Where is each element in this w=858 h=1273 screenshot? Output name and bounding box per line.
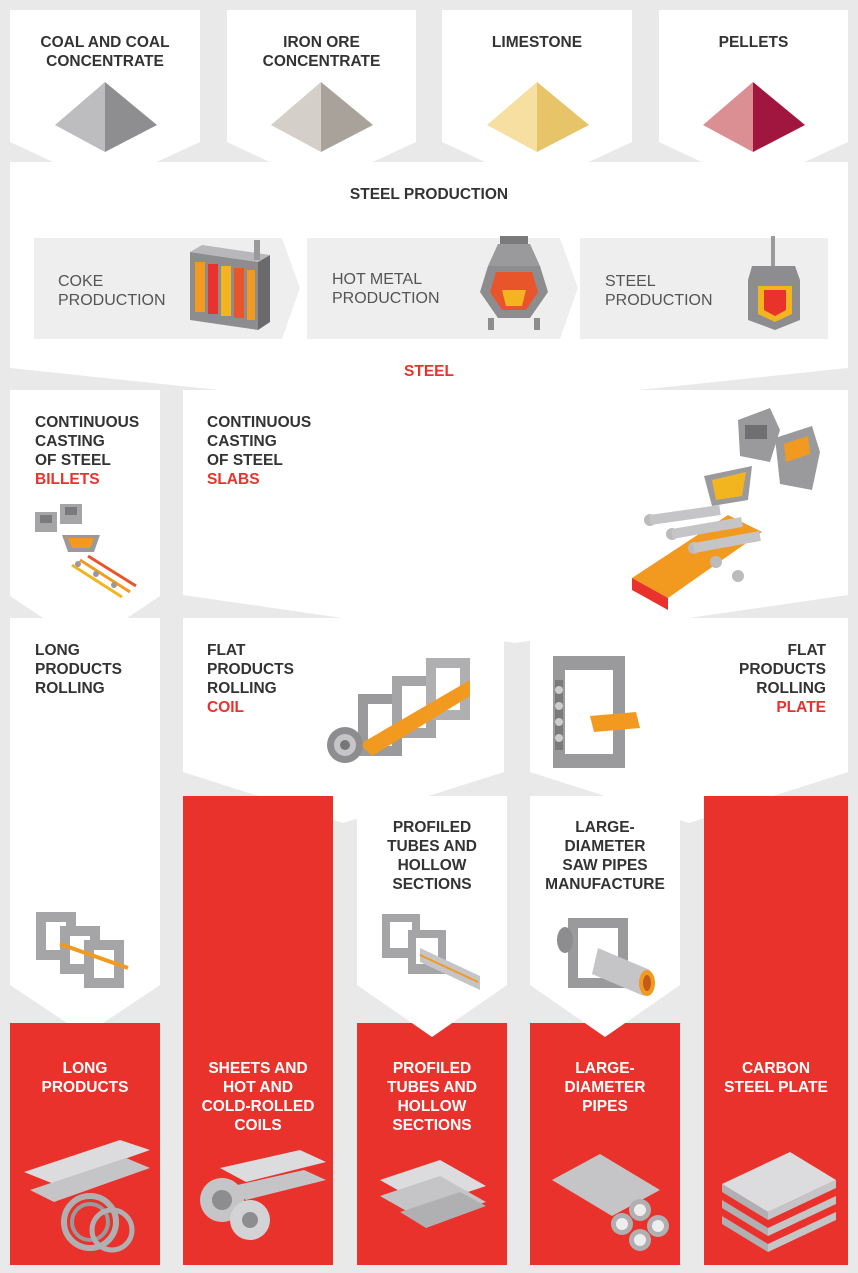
raw-material-label-limestone: LIMESTONE xyxy=(491,34,583,51)
tube-mill-icon xyxy=(382,914,480,990)
raw-material-label-pellets: PELLETS xyxy=(718,34,789,51)
steel-production-title: STEEL PRODUCTION xyxy=(349,186,509,203)
limestone-pile-icon xyxy=(487,82,589,152)
long-rolling-mill-icon xyxy=(36,912,129,988)
long-rolling-label: LONG PRODUCTS ROLLING xyxy=(35,642,122,697)
coil-product-label: COIL xyxy=(207,699,245,716)
coil-rolling-label: FLAT PRODUCTS ROLLING COIL xyxy=(207,641,294,717)
steel-plate-icon xyxy=(722,1152,836,1252)
stage-label-steel: STEEL PRODUCTION xyxy=(605,273,713,309)
raw-material-label-coal: COAL AND COAL CONCENTRATE xyxy=(40,34,170,70)
steel-converter-icon xyxy=(748,236,800,330)
slabs-casting-text: CONTINUOUS CASTING OF STEEL xyxy=(207,414,312,469)
coil-rolling-text: FLAT PRODUCTS ROLLING xyxy=(207,642,294,697)
billet-caster-icon xyxy=(35,504,137,599)
billets-casting-label: CONTINUOUS CASTING OF STEEL BILLETS xyxy=(35,413,139,489)
long-products-column xyxy=(10,1023,160,1265)
product-label-tubes: PROFILED TUBES AND HOLLOW SECTIONS xyxy=(387,1060,477,1134)
billets-casting-text: CONTINUOUS CASTING OF STEEL xyxy=(35,414,140,469)
steel-output-label: STEEL xyxy=(404,363,454,380)
plate-rolling-label: FLAT PRODUCTS ROLLING PLATE xyxy=(680,641,826,717)
tubes-processing-label: PROFILED TUBES AND HOLLOW SECTIONS xyxy=(387,819,477,893)
billets-product-label: BILLETS xyxy=(35,471,100,488)
coil-rolling-panel xyxy=(183,618,504,823)
slab-caster-icon xyxy=(632,408,820,610)
stage-label-coke: COKE PRODUCTION xyxy=(58,273,166,309)
coil-rolling-mill-icon xyxy=(327,658,470,763)
pipes-processing-label: LARGE- DIAMETER SAW PIPES MANUFACTURE xyxy=(545,819,665,893)
slabs-casting-label: CONTINUOUS CASTING OF STEEL SLABS xyxy=(207,413,311,489)
product-label-plate: CARBON STEEL PLATE xyxy=(724,1060,828,1096)
iron-ore-pile-icon xyxy=(271,82,373,152)
coal-pile-icon xyxy=(55,82,157,152)
product-label-long: LONG PRODUCTS xyxy=(41,1060,129,1096)
raw-material-label-iron-ore: IRON ORE CONCENTRATE xyxy=(262,34,381,70)
blast-furnace-icon xyxy=(480,236,548,330)
product-label-pipes: LARGE- DIAMETER PIPES xyxy=(564,1060,646,1115)
stage-label-hot-metal: HOT METAL PRODUCTION xyxy=(332,271,440,307)
pipe-mill-icon xyxy=(557,918,655,996)
slabs-product-label: SLABS xyxy=(207,471,260,488)
long-products-icon xyxy=(24,1140,150,1253)
product-label-sheets-coils: SHEETS AND HOT AND COLD-ROLLED COILS xyxy=(201,1060,315,1134)
plate-rolling-mill-icon xyxy=(553,656,640,768)
billets-casting-panel xyxy=(10,390,160,646)
pellets-pile-icon xyxy=(703,82,805,152)
profiled-tubes-icon xyxy=(380,1160,486,1228)
plate-rolling-text: FLAT PRODUCTS ROLLING xyxy=(739,642,826,697)
large-pipes-icon xyxy=(552,1154,669,1251)
plate-product-label: PLATE xyxy=(776,699,826,716)
coils-icon xyxy=(200,1150,326,1240)
coke-oven-icon xyxy=(190,240,270,330)
